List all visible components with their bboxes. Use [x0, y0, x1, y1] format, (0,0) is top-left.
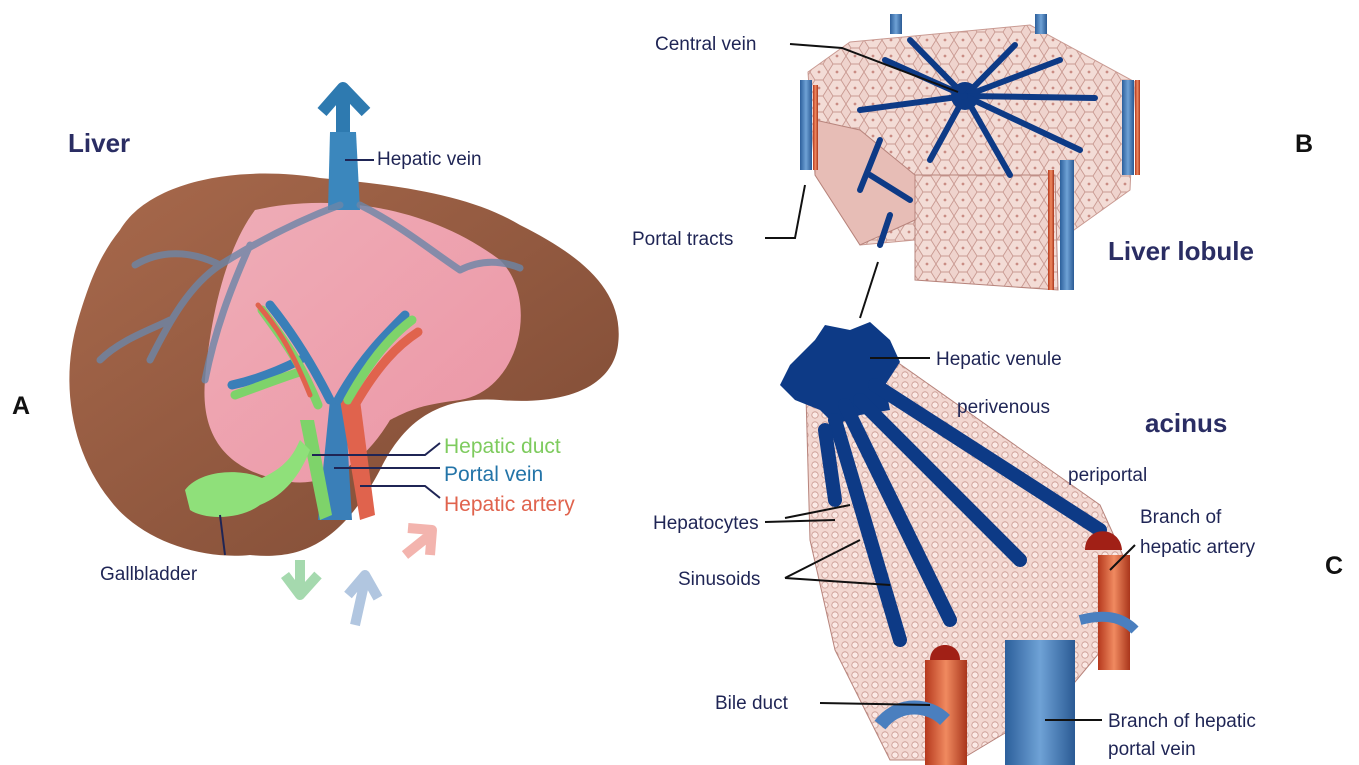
liver-panel [69, 88, 618, 625]
liver-lobule-title: Liver lobule [1108, 238, 1254, 264]
hepatic-artery-label: Hepatic artery [444, 494, 575, 515]
hepatic-duct-label: Hepatic duct [444, 436, 561, 457]
panel-c-letter: C [1325, 552, 1343, 581]
branch-hepatic-artery-label-line2: hepatic artery [1140, 538, 1255, 557]
portal-vein-label: Portal vein [444, 464, 543, 485]
branch-hepatic-artery-label-line1: Branch of [1140, 508, 1221, 527]
liver-title: Liver [68, 130, 130, 156]
lobule-front-face [915, 175, 1058, 290]
hepatic-vein-label: Hepatic vein [377, 150, 482, 169]
periportal-label: periportal [1068, 466, 1147, 485]
sinusoids-label: Sinusoids [678, 570, 760, 589]
lobule-panel [765, 14, 1140, 318]
hepatocytes-label: Hepatocytes [653, 514, 759, 533]
branch-portal-vein-label-line2: portal vein [1108, 740, 1196, 759]
panel-a-letter: A [12, 392, 30, 421]
hepatic-venule-label: Hepatic venule [936, 350, 1062, 369]
gallbladder-label: Gallbladder [100, 565, 197, 584]
acinus-title: acinus [1145, 410, 1227, 436]
branch-portal-vein-label-line1: Branch of hepatic [1108, 712, 1256, 731]
hepatic-vein-trunk [328, 132, 360, 210]
portal-tracts-label: Portal tracts [632, 230, 733, 249]
bile-duct-label: Bile duct [715, 694, 788, 713]
panel-b-letter: B [1295, 130, 1313, 159]
central-vein-label: Central vein [655, 35, 756, 54]
perivenous-label: perivenous [957, 398, 1050, 417]
acinus-panel [765, 322, 1135, 765]
